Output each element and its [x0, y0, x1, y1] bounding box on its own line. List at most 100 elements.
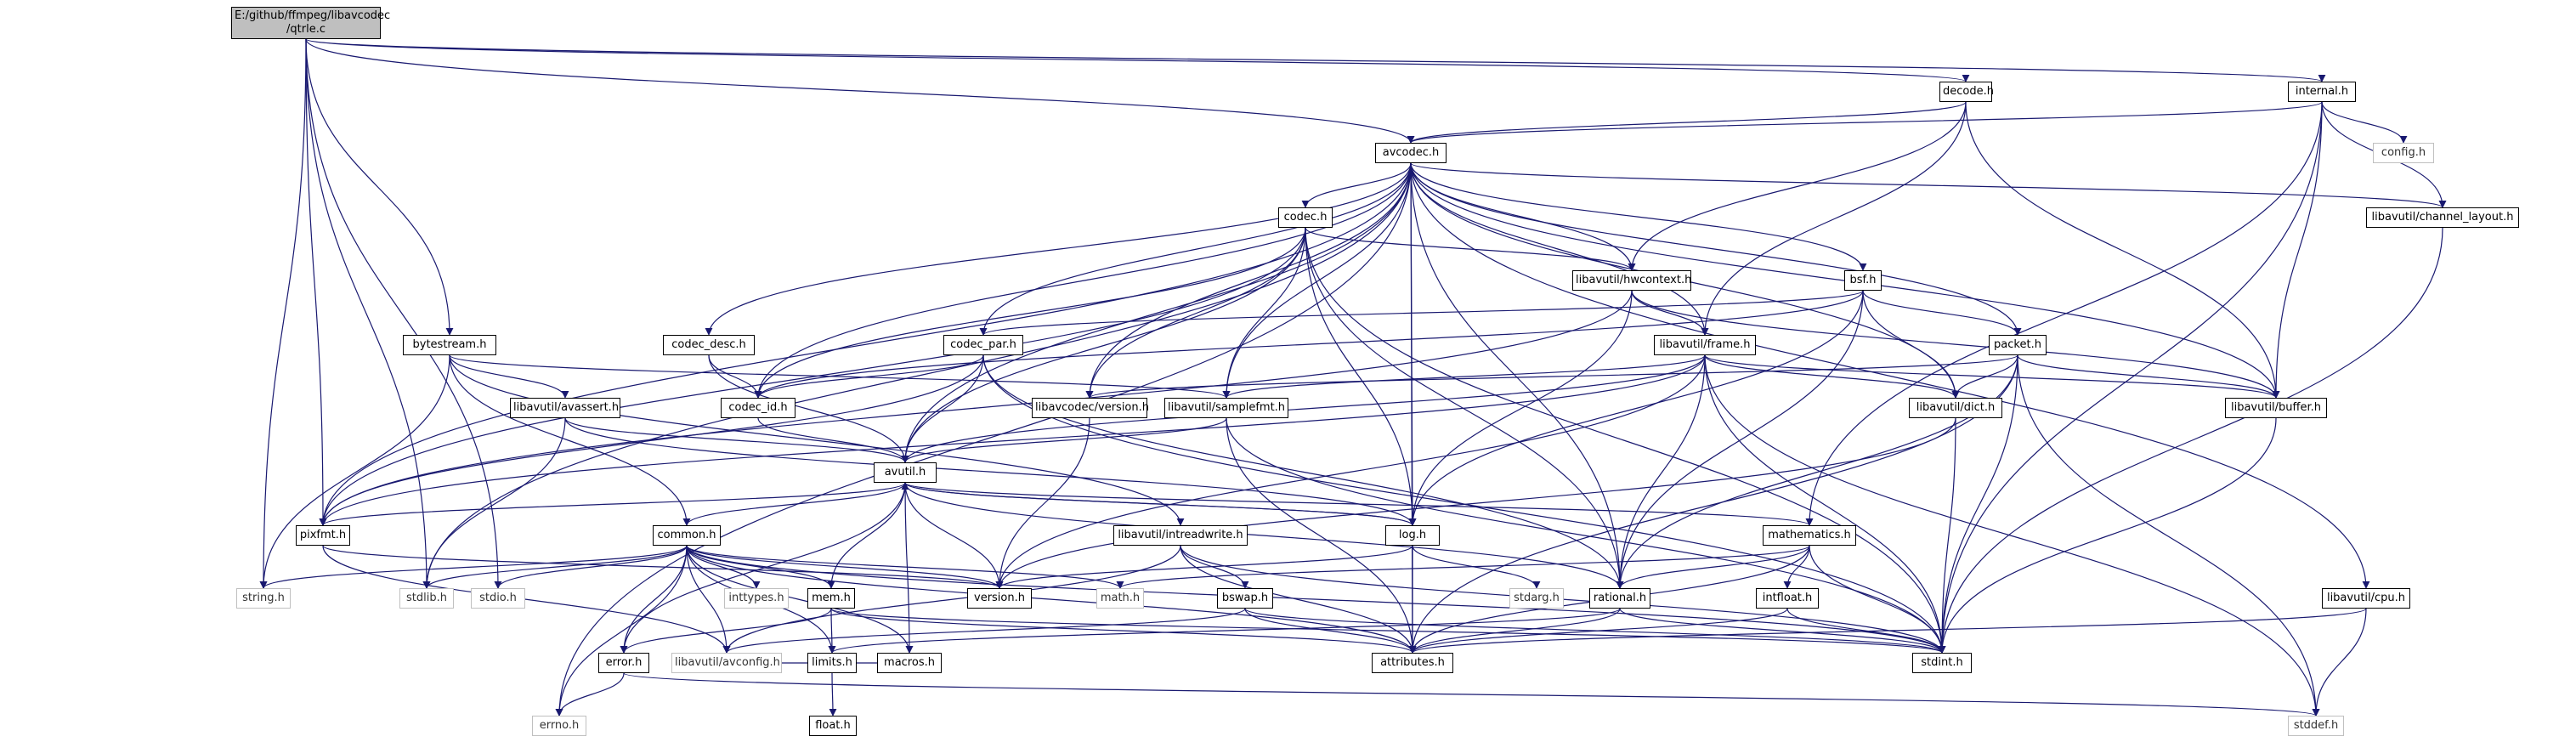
edge-rational-h-to-attributes-h	[1408, 608, 1621, 654]
node-config-h[interactable]: config.h	[2373, 143, 2434, 163]
node-decode-h[interactable]: decode.h	[1939, 82, 1994, 102]
edge-hwcontext-h-to-pixfmt-h	[319, 290, 1633, 526]
edge-codec-par-h-to-codec-id-h	[754, 354, 984, 399]
edge-cpu-h-to-stddef-h	[2312, 608, 2367, 717]
edge-common-h-to-stdio-h	[494, 545, 688, 589]
edge-channel-layout-h-to-stdint-h	[1938, 227, 2443, 654]
edge-avcodec-h-to-frame-h	[1410, 162, 1709, 336]
edge-avcodec-h-to-stdlib-h	[422, 162, 1412, 589]
node-limits-h[interactable]: limits.h	[807, 653, 857, 673]
edge-common-h-to-errno-h	[555, 545, 688, 717]
node-bswap-h[interactable]: bswap.h	[1217, 588, 1273, 609]
edge-hwcontext-h-to-log-h	[1408, 290, 1633, 526]
edge-common-h-to-avconfig-h	[686, 545, 731, 654]
node-hwcontext-h[interactable]: libavutil/hwcontext.h	[1572, 270, 1691, 291]
edge-avcodec-h-to-packet-h	[1410, 162, 2022, 336]
node-avcodec-version-h[interactable]: libavcodec/version.h	[1032, 398, 1149, 418]
node-buffer-h[interactable]: libavutil/buffer.h	[2225, 398, 2327, 418]
edge-qtrle-c-to-string-h	[259, 38, 307, 589]
node-error-h[interactable]: error.h	[598, 653, 649, 673]
node-stdarg-h[interactable]: stdarg.h	[1509, 588, 1564, 609]
edge-codec-h-to-hwcontext-h	[1305, 227, 1636, 271]
edge-codec-h-to-avutil-h	[901, 227, 1306, 463]
edge-bswap-h-to-attributes-h	[1244, 608, 1417, 654]
node-codec-h[interactable]: codec.h	[1278, 207, 1333, 228]
node-mem-h[interactable]: mem.h	[807, 588, 855, 609]
edge-hwcontext-h-to-frame-h	[1631, 290, 1709, 336]
edge-avcodec-h-to-codec-desc-h	[705, 162, 1412, 336]
edge-codec-h-to-samplefmt-h	[1222, 227, 1306, 399]
node-avconfig-h[interactable]: libavutil/avconfig.h	[671, 653, 782, 673]
node-internal-h[interactable]: internal.h	[2288, 82, 2356, 102]
edge-frame-h-to-avutil-h	[901, 354, 1706, 463]
edge-codec-par-h-to-rational-h	[982, 354, 1624, 589]
edge-bytestream-h-to-samplefmt-h	[449, 354, 1231, 399]
edge-qtrle-c-to-bytestream-h	[305, 38, 454, 336]
node-qtrle-c[interactable]: E:/github/ffmpeg/libavcodec /qtrle.c	[231, 7, 391, 39]
node-stdlib-h[interactable]: stdlib.h	[399, 588, 454, 609]
node-inttypes-h[interactable]: inttypes.h	[724, 588, 789, 609]
edge-decode-h-to-frame-h	[1701, 101, 1967, 336]
edge-avutil-h-to-mathematics-h	[904, 482, 1814, 526]
edge-frame-h-to-dict-h	[1704, 354, 1960, 399]
edge-avcodec-h-to-codec-par-h	[979, 162, 1412, 336]
node-float-h[interactable]: float.h	[809, 716, 857, 736]
edge-common-h-to-attributes-h	[686, 545, 1417, 654]
node-math-h[interactable]: math.h	[1096, 588, 1144, 609]
node-avassert-h[interactable]: libavutil/avassert.h	[510, 398, 620, 418]
edge-mathematics-h-to-rational-h	[1616, 545, 1810, 589]
edge-bytestream-h-to-common-h	[449, 354, 691, 526]
node-stdint-h[interactable]: stdint.h	[1912, 653, 1972, 673]
edge-mem-h-to-error-h	[620, 608, 832, 654]
node-stdio-h[interactable]: stdio.h	[471, 588, 525, 609]
node-mathematics-h[interactable]: mathematics.h	[1763, 525, 1856, 546]
node-version-h[interactable]: version.h	[967, 588, 1032, 609]
node-string-h[interactable]: string.h	[236, 588, 291, 609]
node-stddef-h[interactable]: stddef.h	[2288, 716, 2344, 736]
node-intfloat-h[interactable]: intfloat.h	[1756, 588, 1819, 609]
edge-bsf-h-to-codec-id-h	[754, 290, 1864, 399]
edge-common-h-to-inttypes-h	[686, 545, 761, 589]
node-samplefmt-h[interactable]: libavutil/samplefmt.h	[1164, 398, 1288, 418]
node-rational-h[interactable]: rational.h	[1589, 588, 1650, 609]
edge-rational-h-to-limits-h	[828, 608, 1621, 654]
node-bytestream-h[interactable]: bytestream.h	[403, 335, 496, 355]
node-codec-par-h[interactable]: codec_par.h	[943, 335, 1023, 355]
node-codec-id-h[interactable]: codec_id.h	[721, 398, 795, 418]
node-frame-h[interactable]: libavutil/frame.h	[1654, 335, 1756, 355]
edge-internal-h-to-config-h	[2321, 101, 2408, 144]
edge-frame-h-to-version-h	[995, 354, 1706, 589]
edge-intfloat-h-to-stdint-h	[1786, 608, 1946, 654]
edge-mem-h-to-attributes-h	[830, 608, 1417, 654]
edge-frame-h-to-rational-h	[1616, 354, 1706, 589]
node-qtrle-c-path: E:/github/ffmpeg/libavcodec	[235, 9, 391, 22]
edge-mathematics-h-to-stdint-h	[1809, 545, 1946, 654]
edge-common-h-to-stdlib-h	[422, 545, 688, 589]
node-log-h[interactable]: log.h	[1385, 525, 1440, 546]
node-packet-h[interactable]: packet.h	[1989, 335, 2047, 355]
edge-avassert-h-to-avutil-h	[564, 417, 909, 463]
edge-codec-h-to-codec-id-h	[754, 227, 1306, 399]
node-intreadwrite-h[interactable]: libavutil/intreadwrite.h	[1113, 525, 1248, 546]
edge-packet-h-to-stddef-h	[2017, 354, 2320, 717]
node-avutil-h[interactable]: avutil.h	[874, 462, 937, 483]
edge-frame-h-to-pixfmt-h	[319, 354, 1706, 526]
node-bsf-h[interactable]: bsf.h	[1844, 270, 1882, 291]
edge-bsf-h-to-codec-par-h	[979, 290, 1864, 336]
node-pixfmt-h[interactable]: pixfmt.h	[296, 525, 350, 546]
node-common-h[interactable]: common.h	[653, 525, 721, 546]
node-errno-h[interactable]: errno.h	[532, 716, 586, 736]
edge-log-h-to-version-h	[995, 545, 1413, 589]
edge-codec-id-h-to-avutil-h	[757, 417, 909, 463]
edge-codec-par-h-to-pixfmt-h	[319, 354, 984, 526]
node-macros-h[interactable]: macros.h	[877, 653, 942, 673]
node-avcodec-h[interactable]: avcodec.h	[1375, 143, 1447, 163]
node-dict-h[interactable]: libavutil/dict.h	[1909, 398, 2002, 418]
edge-avutil-h-to-common-h	[682, 482, 906, 526]
edge-codec-h-to-pixfmt-h	[319, 227, 1306, 526]
node-cpu-h[interactable]: libavutil/cpu.h	[2322, 588, 2410, 609]
edge-avcodec-h-to-codec-id-h	[754, 162, 1412, 399]
node-channel-layout-h[interactable]: libavutil/channel_layout.h	[2366, 207, 2519, 228]
node-attributes-h[interactable]: attributes.h	[1372, 653, 1453, 673]
node-codec-desc-h[interactable]: codec_desc.h	[663, 335, 755, 355]
